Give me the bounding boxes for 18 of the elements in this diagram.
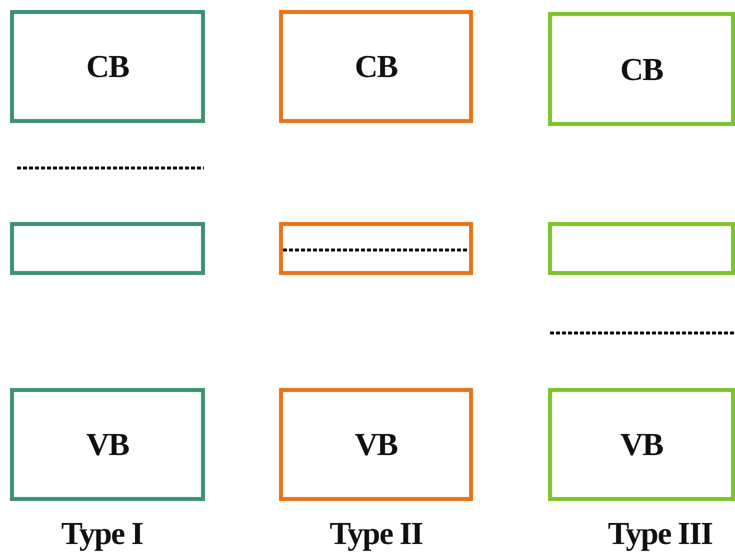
labeled-box — [279, 10, 473, 123]
empty-box — [548, 222, 735, 275]
labeled-box — [10, 10, 205, 123]
labeled-box — [279, 388, 473, 501]
box-label: CB — [620, 50, 663, 88]
box-label: VB — [86, 426, 129, 463]
box-label: CB — [86, 48, 129, 85]
labeled-box — [548, 388, 735, 501]
box-label: CB — [354, 48, 398, 85]
column-caption: Type I — [61, 515, 143, 552]
empty-box — [279, 222, 473, 275]
column-caption: Type II — [330, 515, 422, 552]
box-label: VB — [354, 426, 398, 463]
box-label: VB — [620, 426, 663, 463]
labeled-box — [10, 388, 205, 501]
labeled-box — [548, 12, 735, 126]
column-caption: Type III — [608, 515, 712, 552]
empty-box — [10, 222, 205, 275]
